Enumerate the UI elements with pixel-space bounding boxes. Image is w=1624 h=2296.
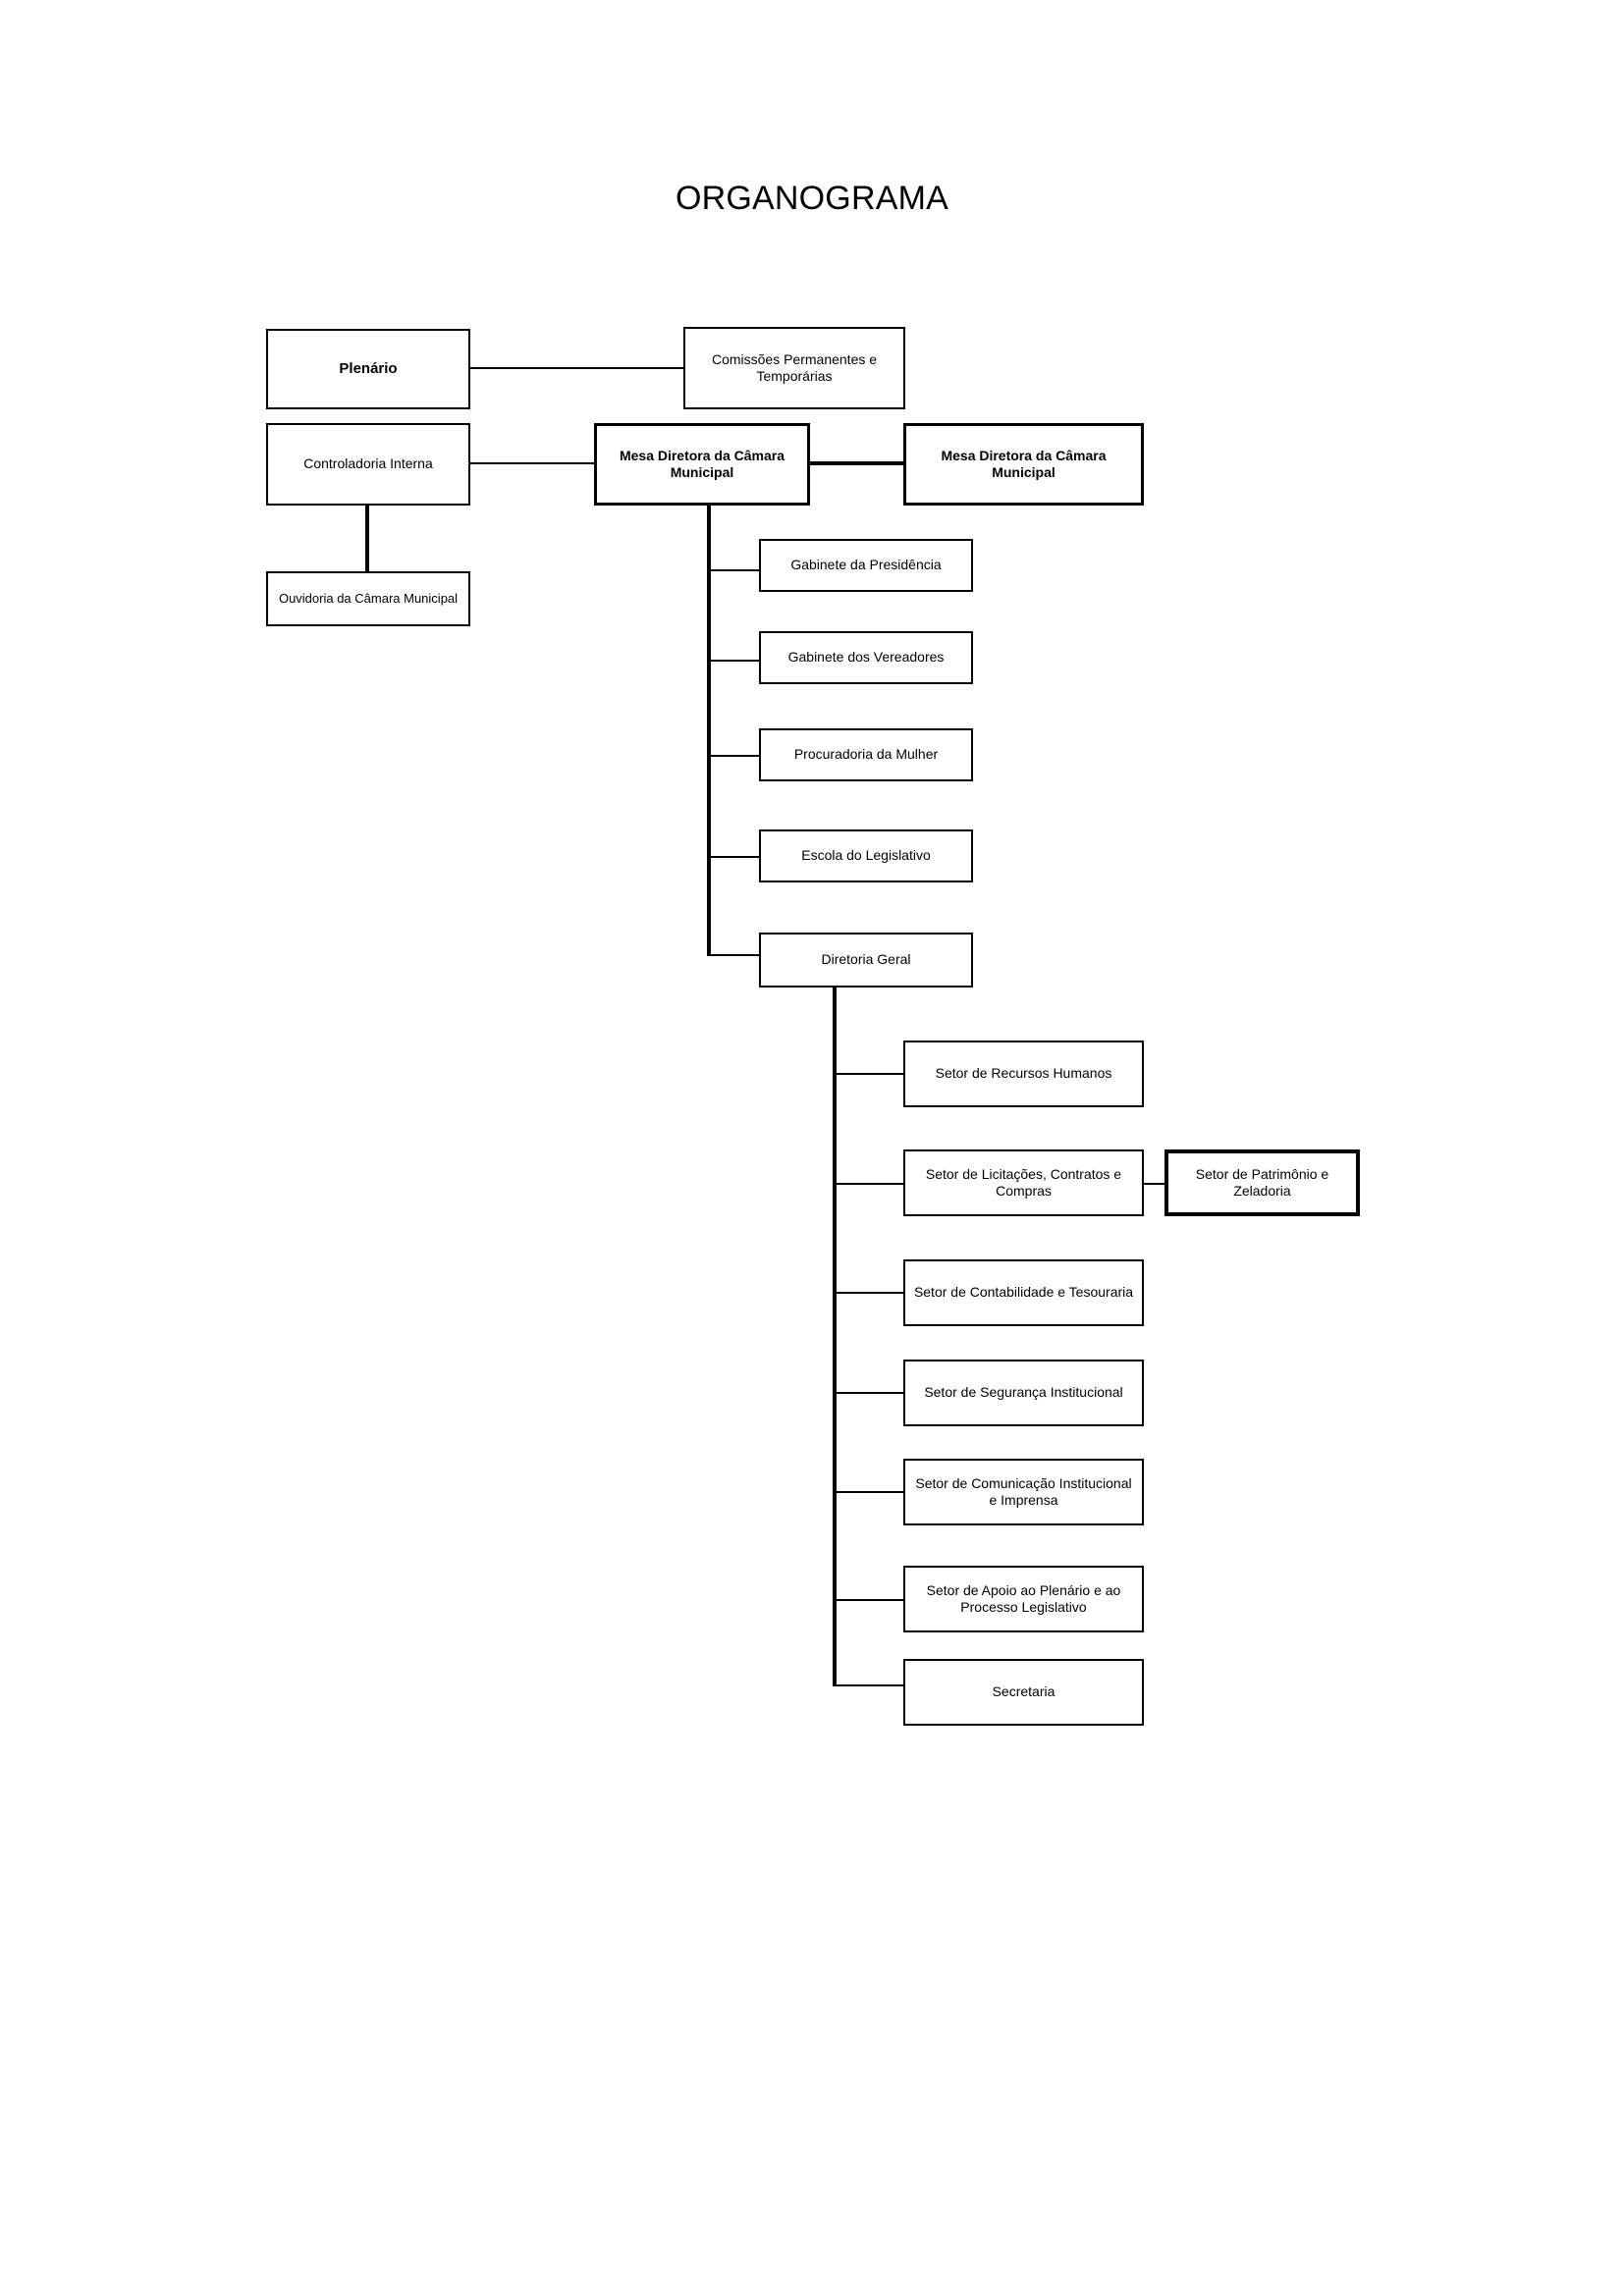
node-controladoria-interna[interactable]: Controladoria Interna (266, 423, 470, 506)
node-procuradoria-mulher[interactable]: Procuradoria da Mulher (759, 728, 973, 781)
node-setor-patrimonio-label: Setor de Patrimônio e Zeladoria (1195, 1165, 1329, 1199)
node-setor-licitacoes[interactable]: Setor de Licitações, Contratos e Compras (903, 1149, 1144, 1216)
connector-stub-diretoria-geral (707, 954, 760, 956)
node-mesa-diretora-2-label: Mesa Diretora da Câmara Municipal (941, 447, 1107, 480)
node-ouvidoria-label: Ouvidoria da Câmara Municipal (278, 591, 459, 607)
node-setor-patrimonio[interactable]: Setor de Patrimônio e Zeladoria (1164, 1149, 1360, 1216)
connector-stub-gabinete-presidencia (707, 569, 760, 571)
connector-licitacoes-patrimonio (1143, 1183, 1164, 1185)
node-setor-comunicacao[interactable]: Setor de Comunicação Institucional e Imp… (903, 1459, 1144, 1525)
node-mesa-diretora-1-label: Mesa Diretora da Câmara Municipal (619, 447, 785, 480)
page-title: ORGANOGRAMA (675, 180, 948, 217)
node-setor-licitacoes-label: Setor de Licitações, Contratos e Compras (925, 1165, 1122, 1199)
connector-plenario-comissoes (469, 367, 683, 369)
node-setor-contabilidade-label: Setor de Contabilidade e Tesouraria (913, 1284, 1134, 1301)
connector-stub-procuradoria-mulher (707, 755, 760, 757)
node-mesa-diretora-2[interactable]: Mesa Diretora da Câmara Municipal (903, 423, 1144, 506)
node-comissoes-permanentes[interactable]: Comissões Permanentes e Temporárias (683, 327, 905, 409)
node-secretaria-label: Secretaria (992, 1683, 1056, 1700)
connector-stub-setor-rh (833, 1073, 905, 1075)
node-procuradoria-mulher-label: Procuradoria da Mulher (793, 746, 939, 763)
node-setor-apoio-plenario[interactable]: Setor de Apoio ao Plenário e ao Processo… (903, 1566, 1144, 1632)
node-escola-legislativo[interactable]: Escola do Legislativo (759, 829, 973, 882)
node-setor-seguranca[interactable]: Setor de Segurança Institucional (903, 1360, 1144, 1426)
node-gabinete-presidencia-label: Gabinete da Presidência (790, 557, 942, 573)
connector-controladoria-ouvidoria (365, 505, 369, 573)
node-escola-legislativo-label: Escola do Legislativo (801, 847, 931, 864)
connector-mesa1-mesa2 (809, 461, 905, 465)
node-gabinete-presidencia[interactable]: Gabinete da Presidência (759, 539, 973, 592)
node-gabinete-vereadores[interactable]: Gabinete dos Vereadores (759, 631, 973, 684)
connector-stub-gabinete-vereadores (707, 660, 760, 662)
connector-stub-setor-comunicacao (833, 1491, 905, 1493)
node-plenario-label: Plenário (339, 359, 398, 377)
node-setor-apoio-plenario-label: Setor de Apoio ao Plenário e ao Processo… (926, 1581, 1121, 1615)
connector-stub-setor-licitacoes (833, 1183, 905, 1185)
connector-stub-setor-apoio (833, 1599, 905, 1601)
node-diretoria-geral-label: Diretoria Geral (821, 951, 911, 968)
node-controladoria-interna-label: Controladoria Interna (303, 455, 433, 472)
connector-stub-setor-seguranca (833, 1392, 905, 1394)
node-setor-seguranca-label: Setor de Segurança Institucional (924, 1384, 1123, 1401)
connector-mesa-trunk (707, 505, 711, 956)
connector-stub-secretaria (833, 1684, 905, 1686)
node-ouvidoria[interactable]: Ouvidoria da Câmara Municipal (266, 571, 470, 626)
node-setor-contabilidade[interactable]: Setor de Contabilidade e Tesouraria (903, 1259, 1144, 1326)
node-setor-comunicacao-label: Setor de Comunicação Institucional e Imp… (915, 1474, 1132, 1508)
node-setor-rh-label: Setor de Recursos Humanos (935, 1065, 1112, 1082)
node-secretaria[interactable]: Secretaria (903, 1659, 1144, 1726)
connector-stub-escola-legislativo (707, 856, 760, 858)
node-plenario[interactable]: Plenário (266, 329, 470, 409)
connector-stub-setor-contabilidade (833, 1292, 905, 1294)
connector-controladoria-mesa (469, 462, 595, 464)
connector-diretoria-geral-down (833, 988, 837, 1686)
node-comissoes-permanentes-label: Comissões Permanentes e Temporárias (711, 350, 878, 384)
node-mesa-diretora-1[interactable]: Mesa Diretora da Câmara Municipal (594, 423, 810, 506)
node-diretoria-geral[interactable]: Diretoria Geral (759, 933, 973, 988)
node-gabinete-vereadores-label: Gabinete dos Vereadores (787, 649, 945, 666)
node-setor-rh[interactable]: Setor de Recursos Humanos (903, 1041, 1144, 1107)
